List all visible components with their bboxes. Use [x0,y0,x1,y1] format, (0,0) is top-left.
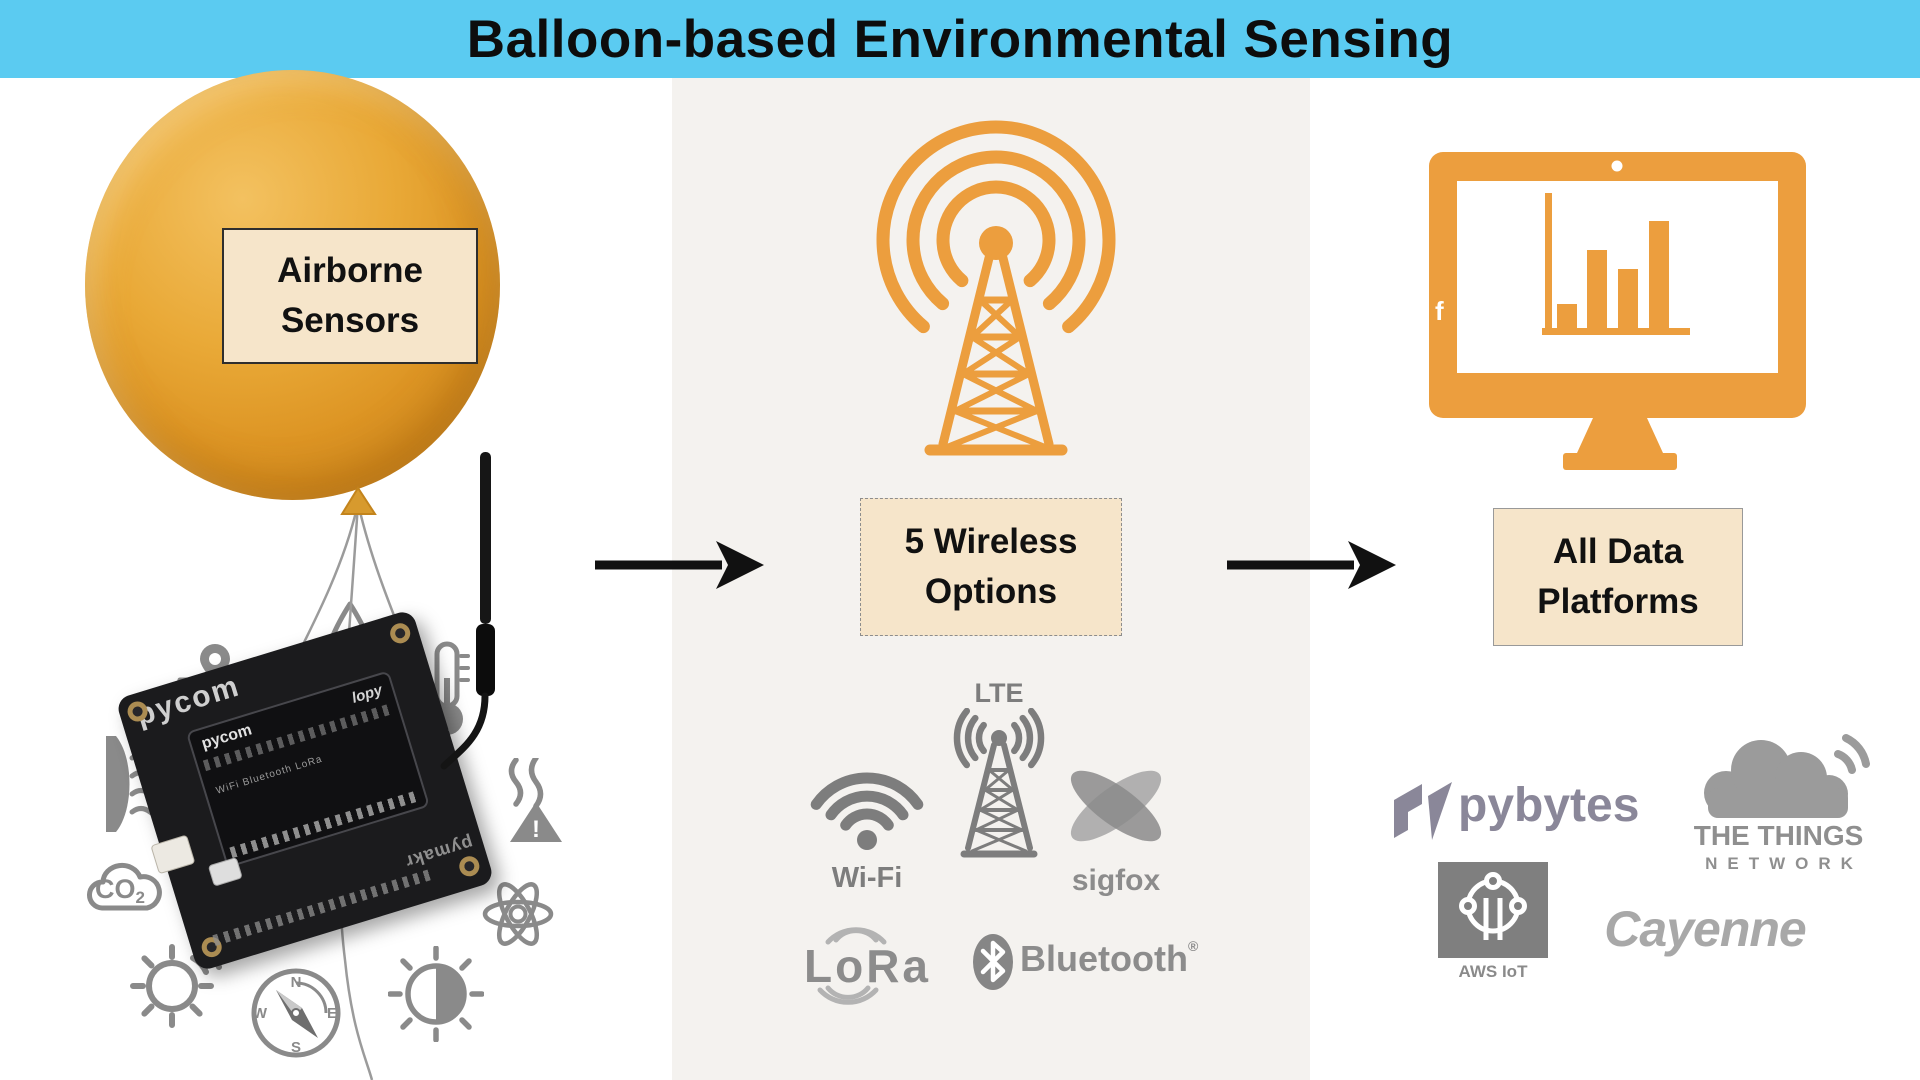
ttn-label-line1: THE THINGS [1693,820,1864,851]
monitor-f-glyph: f [1435,296,1444,326]
compass-n: N [291,974,302,991]
page-title: Balloon-based Environmental Sensing [466,9,1454,69]
bluetooth-label: Bluetooth® [1020,938,1198,980]
lte-tower-icon [953,708,1045,858]
platforms-label-line2: Platforms [1537,582,1699,621]
wifi-icon [810,772,924,850]
sigfox-butterfly-icon [1070,770,1162,842]
co2-text: CO [95,874,136,904]
bluetooth-text: Bluetooth [1020,938,1188,979]
ttn-cloud-icon [1704,734,1870,818]
compass-s: S [291,1039,301,1056]
co2-cloud-icon: CO2 [87,862,162,911]
ttn-label-line2: NETWORK [1705,854,1863,873]
sigfox-label: sigfox [1071,864,1161,897]
lora-logo: LoRa [804,927,931,1005]
bluetooth-rune-icon [973,934,1013,990]
title-bar: Balloon-based Environmental Sensing [0,0,1920,78]
co2-subscript: 2 [136,888,145,907]
platforms-label-line1: All Data [1552,532,1684,572]
svg-text:CO2: CO2 [95,874,145,907]
atom-icon [482,882,554,946]
monitor-dashboard-icon: f [1429,152,1806,470]
day-night-brightness-icon [388,946,484,1042]
arrow-middle-to-right [1227,541,1396,589]
pybytes-logo-icon [1394,782,1452,840]
radio-tower-icon [876,120,1116,456]
airborne-label-line2: Sensors [280,301,420,340]
cayenne-label: Cayenne [1604,901,1806,957]
airborne-sensors-label: Airborne Sensors [222,228,478,364]
compass-icon: N W E S [251,968,341,1058]
heat-warning-icon: ! [508,758,562,843]
warning-exclamation: ! [532,816,540,843]
wifi-label: Wi-Fi [831,862,903,894]
module-name-text: lopy [349,681,385,707]
pybytes-label: pybytes [1458,779,1640,832]
monitor-camera-dot [1611,160,1623,172]
lora-text: LoRa [804,940,931,992]
compass-e: E [327,1005,337,1022]
wireless-options-label: 5 Wireless Options [860,498,1122,636]
arrow-left-to-middle [595,541,764,589]
module-pin-row [229,790,421,859]
lte-label: LTE [974,678,1024,708]
antenna-icon [440,452,495,770]
wireless-label-line2: Options [924,572,1058,611]
wireless-label-line1: 5 Wireless [904,522,1078,562]
board-button [207,856,243,887]
balloon-knot [340,486,377,515]
aws-iot-label: AWS IoT [1458,962,1528,981]
all-data-platforms-label: All Data Platforms [1493,508,1743,646]
bar-chart-icon [1542,193,1690,335]
bluetooth-registered-mark: ® [1187,938,1199,954]
board-screw-icon [456,853,482,879]
board-screw-icon [387,620,413,646]
compass-w: W [253,1005,268,1022]
airborne-label-line1: Airborne [277,251,423,291]
aws-iot-icon [1438,862,1548,958]
